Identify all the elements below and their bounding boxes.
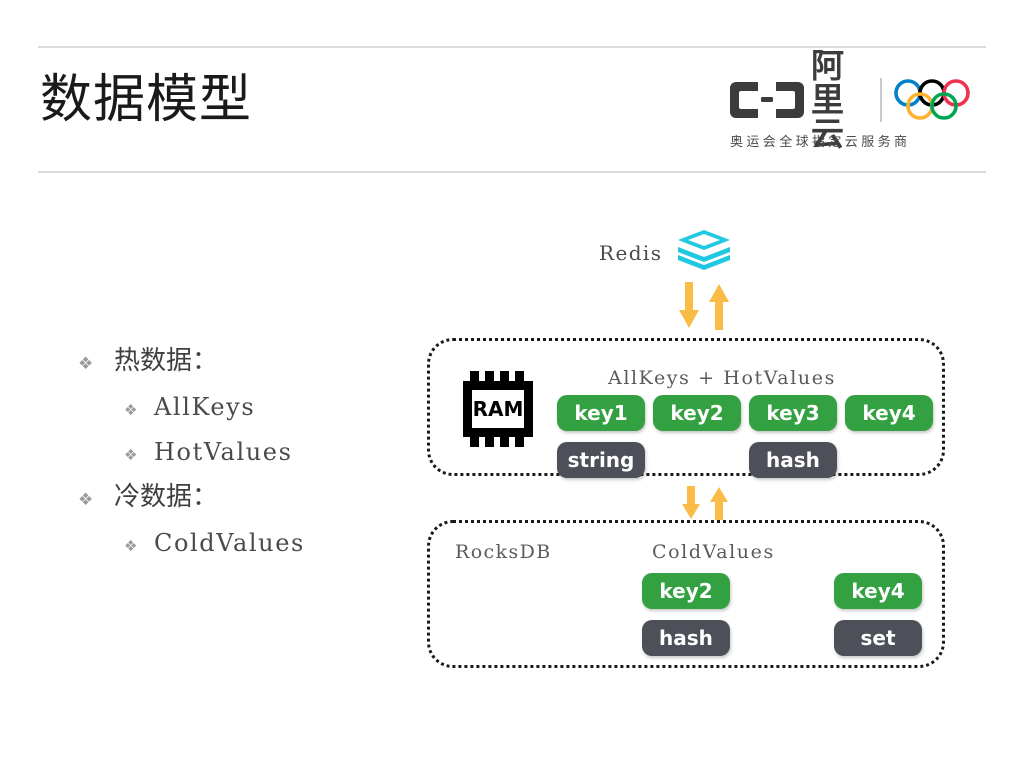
list-item: ❖ AllKeys [78, 386, 408, 431]
bullet-marker-icon: ❖ [78, 490, 94, 510]
data-model-diagram: Redis [424, 228, 952, 678]
arrow-up-icon [708, 282, 730, 335]
ram-rocksdb-arrows [681, 486, 729, 525]
list-item: ❖ HotValues [78, 431, 408, 476]
badge-value: string [557, 442, 645, 478]
logo-divider [880, 78, 882, 122]
badge-value: set [834, 620, 922, 656]
redis-label: Redis [599, 240, 663, 265]
ram-container: RAM AllKeys + HotValues key1 key2 key3 k… [427, 338, 945, 478]
badge-key: key2 [642, 573, 730, 609]
logo-brand-text: 阿里云 [811, 46, 844, 153]
badge-key: key4 [834, 573, 922, 609]
hot-data-heading: AllKeys + HotValues [608, 367, 836, 389]
badge-key: key2 [653, 395, 741, 431]
list-item-label: 冷数据： [114, 482, 219, 512]
list-item-label: ColdValues [154, 529, 305, 557]
cold-data-heading: ColdValues [652, 541, 775, 563]
bullet-marker-icon: ❖ [78, 354, 94, 374]
badge-value: hash [749, 442, 837, 478]
redis-stack-icon [676, 228, 732, 277]
redis-node: Redis [599, 228, 732, 277]
ram-chip-icon: RAM [458, 369, 538, 454]
bullet-marker-icon: ❖ [124, 401, 138, 419]
page-title: 数据模型 [40, 70, 253, 130]
rocksdb-container: RocksDB ColdValues key2 key4 hash set [427, 520, 945, 668]
alibaba-cloud-bracket-icon [728, 80, 806, 120]
bullet-list: ❖ 热数据： ❖ AllKeys ❖ HotValues ❖ 冷数据： ❖ Co… [78, 340, 408, 567]
arrow-up-icon [709, 486, 729, 525]
olympic-rings-icon [894, 77, 986, 123]
list-item: ❖ 热数据： [78, 340, 408, 386]
arrow-down-icon [681, 486, 701, 525]
list-item-label: HotValues [154, 438, 293, 466]
badge-key: key4 [845, 395, 933, 431]
logo-mark: 阿里云 [728, 49, 866, 151]
svg-text:RAM: RAM [473, 397, 524, 421]
logo-mark-row: 阿里云 [728, 49, 986, 151]
bullet-marker-icon: ❖ [124, 537, 138, 555]
rocksdb-label: RocksDB [455, 541, 552, 563]
header-divider-bottom [38, 171, 986, 173]
logo-tagline: 奥运会全球指定云服务商 [730, 135, 911, 150]
list-item-label: 热数据： [114, 346, 219, 376]
alibaba-cloud-logo: 阿里云 奥运会全球指定云服务商 [728, 49, 986, 154]
list-item: ❖ ColdValues [78, 522, 408, 567]
list-item-label: AllKeys [154, 393, 256, 421]
badge-key: key3 [749, 395, 837, 431]
redis-ram-arrows [678, 282, 730, 335]
bullet-marker-icon: ❖ [124, 446, 138, 464]
badge-key: key1 [557, 395, 645, 431]
badge-value: hash [642, 620, 730, 656]
arrow-down-icon [678, 282, 700, 335]
list-item: ❖ 冷数据： [78, 476, 408, 522]
header-divider-top [38, 46, 986, 48]
